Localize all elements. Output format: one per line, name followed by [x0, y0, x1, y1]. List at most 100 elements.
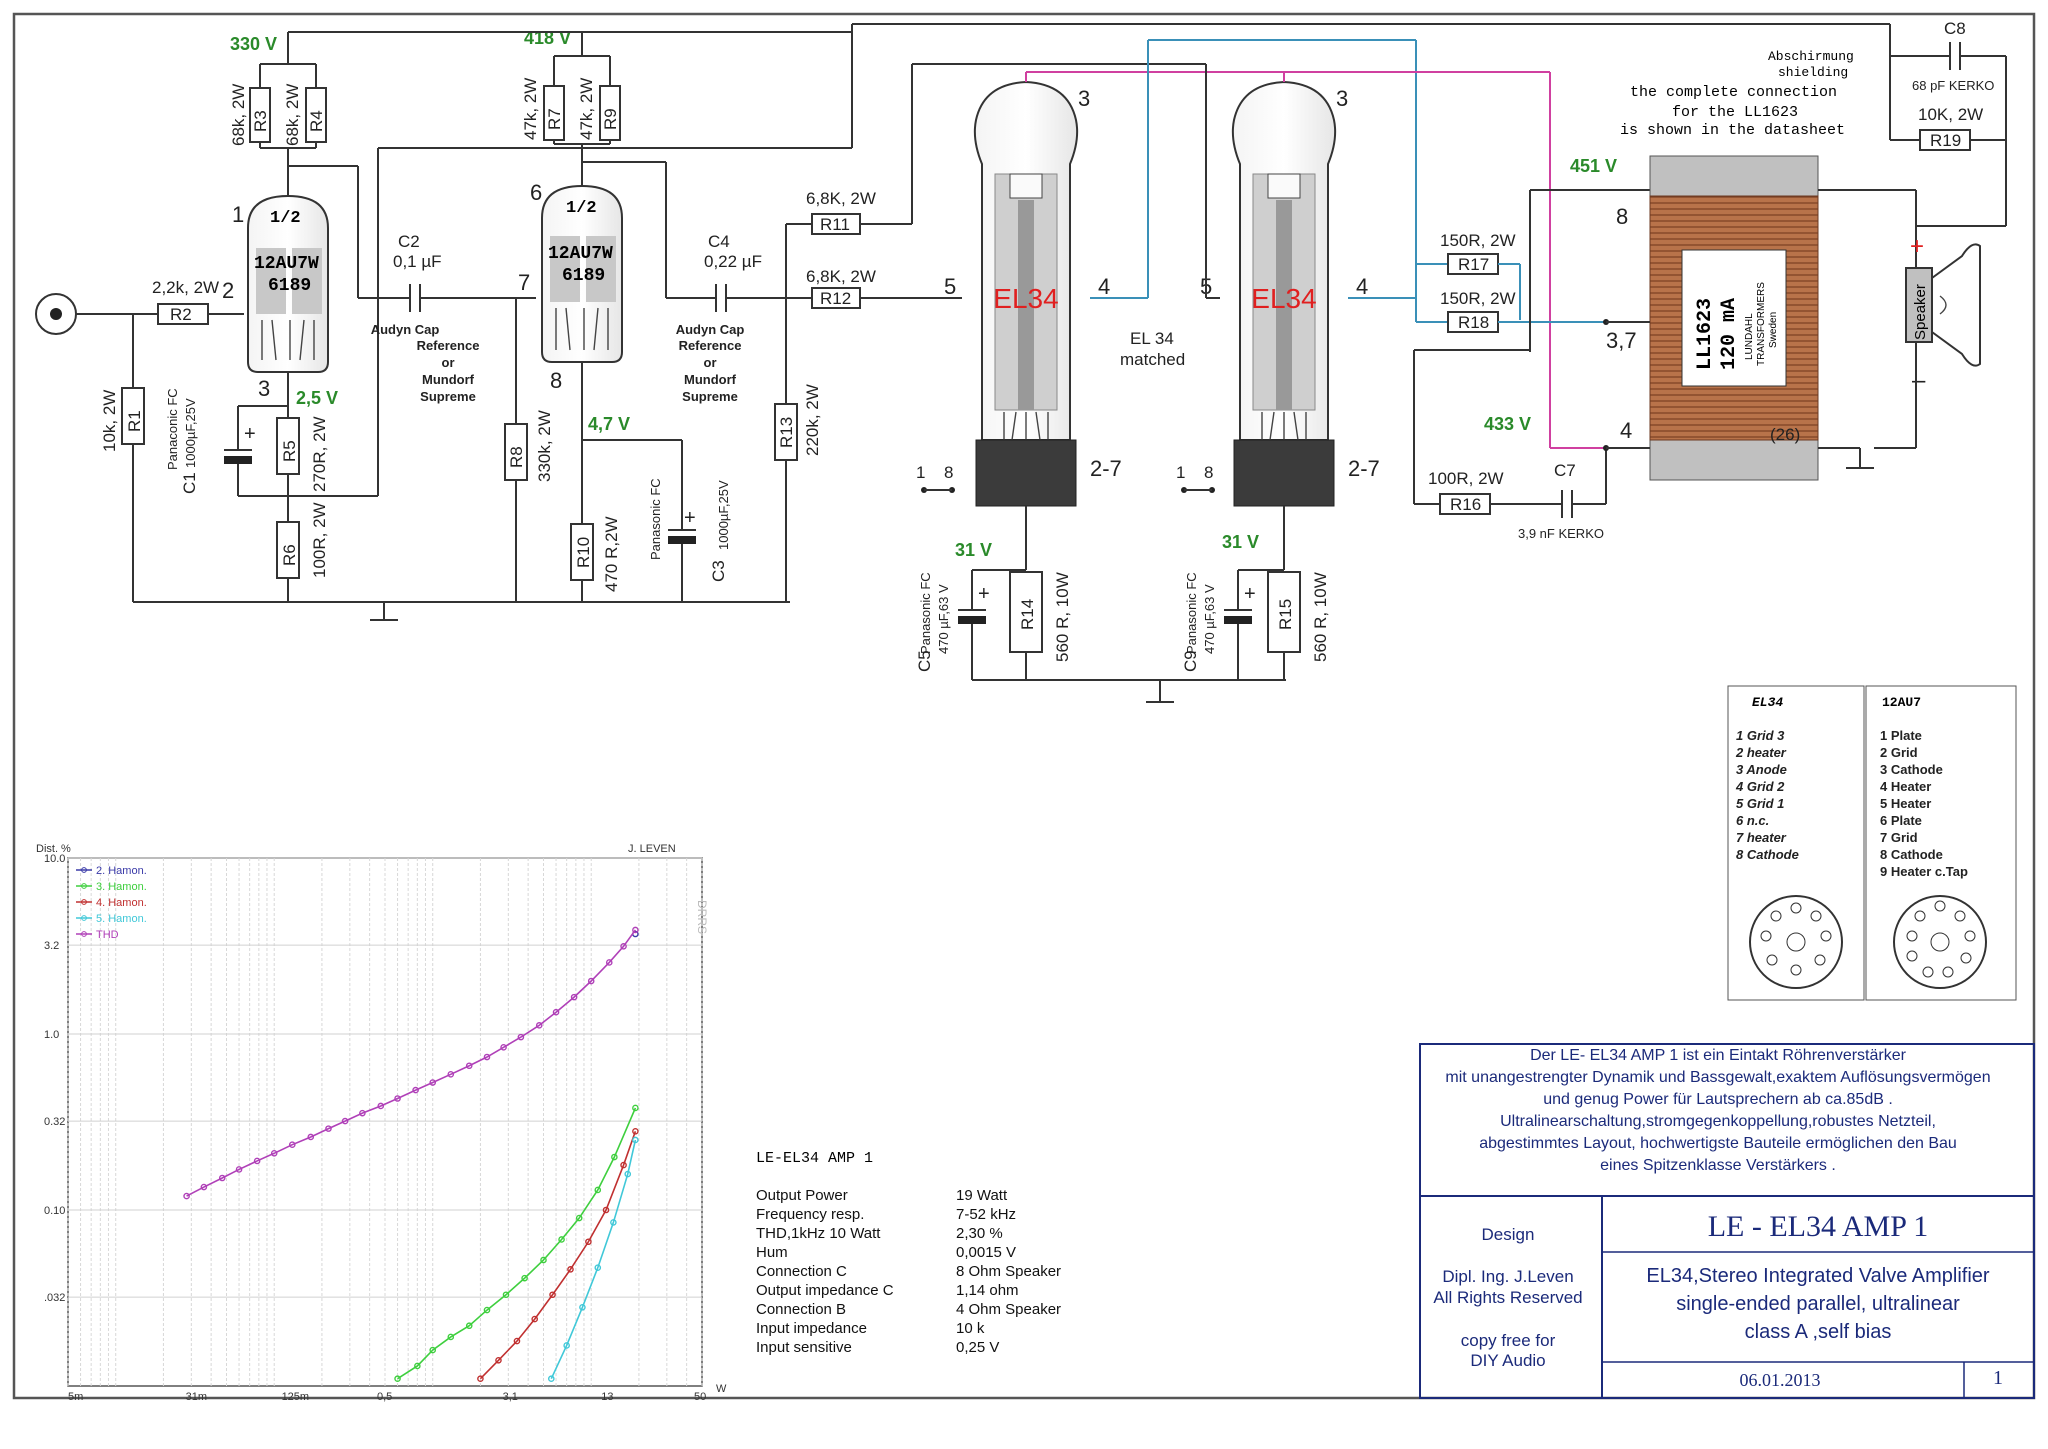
svg-text:10k, 2W: 10k, 2W [100, 390, 119, 452]
svg-text:for the LL1623: for the LL1623 [1672, 104, 1798, 121]
chart-series-line [397, 1107, 637, 1380]
svg-text:R4: R4 [307, 110, 326, 132]
chart-point [495, 1356, 502, 1364]
chart-point [447, 1333, 455, 1341]
chart-series-line [186, 929, 637, 1197]
spec-key: Input sensitive [756, 1339, 852, 1356]
svg-text:Audyn Cap: Audyn Cap [371, 322, 440, 337]
svg-text:C8: C8 [1944, 19, 1966, 38]
svg-text:150R, 2W: 150R, 2W [1440, 289, 1516, 308]
chart-point [377, 1102, 385, 1110]
svg-text:–: – [1912, 367, 1926, 394]
chart-point [394, 1095, 401, 1102]
svg-text:+: + [1244, 583, 1256, 605]
spec-value: 4 Ohm Speaker [956, 1301, 1061, 1318]
chart-point [513, 1337, 521, 1345]
svg-text:5 Heater: 5 Heater [1880, 796, 1931, 811]
svg-text:LE-EL34 AMP 1: LE-EL34 AMP 1 [756, 1150, 873, 1167]
noval-socket-icon [1893, 895, 1987, 989]
svg-text:EL34: EL34 [1752, 695, 1783, 710]
svg-text:+: + [244, 423, 256, 445]
svg-text:330k, 2W: 330k, 2W [535, 410, 554, 482]
chart-point [502, 1291, 510, 1299]
svg-text:47k, 2W: 47k, 2W [521, 78, 540, 140]
svg-text:433 V: 433 V [1484, 414, 1531, 434]
svg-text:shielding: shielding [1778, 65, 1848, 80]
chart-point [548, 1375, 555, 1383]
svg-text:100R, 2W: 100R, 2W [310, 502, 329, 578]
legend-marker [81, 899, 87, 905]
spec-value: 8 Ohm Speaker [956, 1263, 1061, 1280]
chart-xtick: 0,5 [377, 1391, 392, 1403]
spec-value: 10 k [956, 1320, 985, 1337]
chart-point [341, 1117, 349, 1125]
speaker-icon: Speaker + – [1874, 189, 1981, 449]
svg-text:6: 6 [530, 180, 542, 205]
svg-text:R5: R5 [280, 440, 299, 462]
svg-text:LUNDAHL: LUNDAHL [1744, 313, 1755, 360]
svg-text:220k, 2W: 220k, 2W [803, 384, 822, 456]
svg-text:TRANSFORMERS: TRANSFORMERS [1756, 282, 1767, 366]
chart-point [587, 977, 595, 985]
svg-text:1: 1 [1176, 463, 1185, 482]
pinout-el34: EL34 1 Grid 3 2 heater 3 Anode 4 Grid 2 … [1727, 685, 1865, 1001]
svg-text:Reference: Reference [417, 338, 480, 353]
svg-text:470 µF,63 V: 470 µF,63 V [1202, 584, 1217, 654]
chart-ylabel: Dist. % [36, 843, 71, 855]
svg-text:0,22 µF: 0,22 µF [704, 252, 762, 271]
tube-12au7-2: 1/2 12AU7W 6189 [541, 184, 623, 363]
svg-text:1/2: 1/2 [566, 199, 597, 218]
svg-text:EL34: EL34 [993, 283, 1058, 314]
svg-text:Panasonic FC: Panasonic FC [918, 572, 933, 654]
svg-text:68k, 2W: 68k, 2W [283, 84, 302, 146]
svg-text:470 µF,63 V: 470 µF,63 V [936, 584, 951, 654]
svg-text:+: + [978, 583, 990, 605]
svg-text:Panaconic FC: Panaconic FC [165, 388, 180, 470]
svg-text:C7: C7 [1554, 461, 1576, 480]
svg-text:6 Plate: 6 Plate [1880, 813, 1922, 828]
svg-text:8: 8 [944, 463, 953, 482]
chart-point [500, 1044, 507, 1051]
svg-text:R6: R6 [280, 544, 299, 566]
svg-text:EL34,Stereo Integrated Valve A: EL34,Stereo Integrated Valve Amplifier [1646, 1265, 1990, 1287]
svg-text:C3: C3 [709, 560, 728, 582]
chart-point [394, 1375, 401, 1383]
title-block: Der LE- EL34 AMP 1 ist ein Eintakt Röhre… [1419, 1043, 2035, 1399]
chart-ytick: .032 [44, 1292, 65, 1304]
chart-point [632, 926, 639, 934]
chart-point [605, 959, 613, 966]
chart-point [611, 1153, 618, 1161]
svg-text:und genug Power für Lautsprec: und genug Power für Lautsprechern ab ca.… [1543, 1091, 1893, 1108]
svg-text:EL34: EL34 [1251, 283, 1316, 314]
svg-text:R19: R19 [1930, 131, 1961, 150]
chart-point [610, 1219, 617, 1226]
sheet-frame [12, 12, 2036, 1400]
chart-point [183, 1192, 190, 1200]
chart-ytick: 10.0 [44, 853, 65, 865]
svg-text:560 R, 10W: 560 R, 10W [1053, 572, 1072, 662]
chart-point [288, 1141, 296, 1148]
svg-text:2 Grid: 2 Grid [1880, 745, 1918, 760]
legend-marker [81, 883, 87, 889]
legend-marker [81, 867, 87, 873]
octal-socket-icon [1749, 895, 1843, 989]
svg-text:matched: matched [1120, 350, 1185, 369]
svg-text:31 V: 31 V [1222, 532, 1259, 552]
svg-text:class A ,self bias: class A ,self bias [1745, 1321, 1892, 1343]
spec-value: 0,0015 V [956, 1244, 1016, 1261]
svg-text:8: 8 [1204, 463, 1213, 482]
svg-text:Panasonic FC: Panasonic FC [648, 478, 663, 560]
chart-point [483, 1053, 491, 1061]
spec-key: Output impedance C [756, 1282, 894, 1299]
chart-point [447, 1071, 455, 1078]
svg-text:8: 8 [1616, 204, 1628, 229]
chart-point [253, 1157, 261, 1165]
chart-xtick: 31m [186, 1391, 207, 1403]
svg-text:47k, 2W: 47k, 2W [577, 78, 596, 140]
svg-text:Audyn Cap: Audyn Cap [676, 322, 745, 337]
svg-text:120 mA: 120 mA [1718, 298, 1741, 370]
svg-text:3: 3 [1336, 86, 1348, 111]
svg-text:2,2k, 2W: 2,2k, 2W [152, 278, 219, 297]
svg-text:12AU7W: 12AU7W [548, 244, 613, 264]
